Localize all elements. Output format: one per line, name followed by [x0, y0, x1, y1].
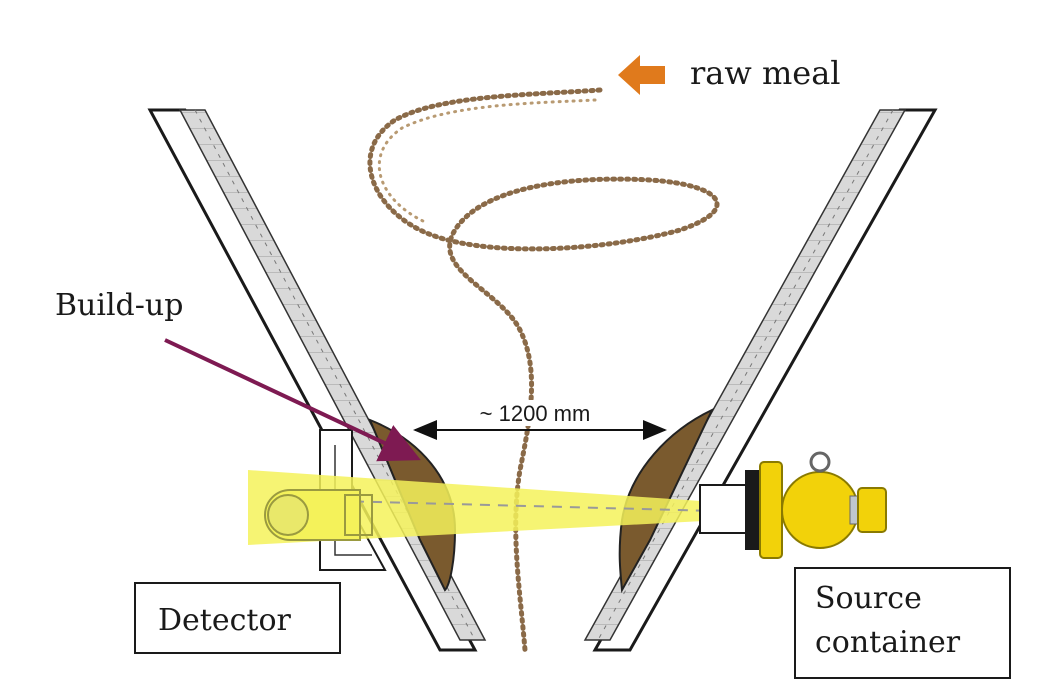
radiation-source-icon — [699, 451, 887, 559]
left-arrow-icon — [618, 55, 665, 95]
source-label-box: Source container — [794, 567, 1011, 679]
radiation-beam — [248, 470, 760, 545]
build-up-arrow — [164, 338, 421, 462]
distance-dimension: ~ 1200 mm — [413, 400, 667, 440]
build-up-label: Build-up — [55, 288, 183, 323]
distance-label: ~ 1200 mm — [480, 401, 591, 426]
source-label-line2: container — [815, 625, 961, 660]
raw-meal-label: raw meal — [690, 54, 841, 92]
detector-label-box: Detector — [134, 582, 341, 654]
raw-meal-swirl-secondary — [377, 98, 597, 224]
detector-label: Detector — [158, 603, 292, 638]
detector-icon — [264, 489, 373, 541]
source-label-line1: Source — [815, 581, 922, 616]
beam-centerline — [299, 499, 756, 513]
